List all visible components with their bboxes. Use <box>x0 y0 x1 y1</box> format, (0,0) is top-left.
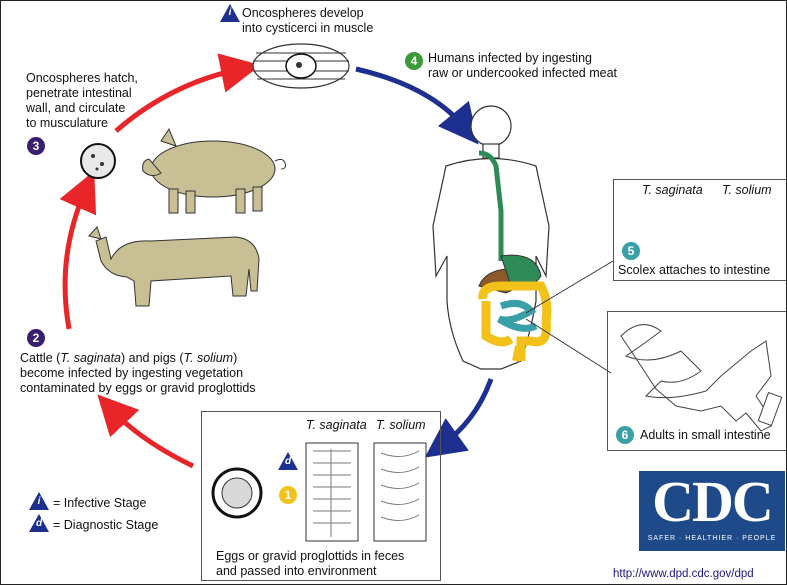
stage-3-line4: to musculature <box>26 116 108 131</box>
stage-5-label: Scolex attaches to intestine <box>618 263 770 278</box>
stage-6-badge: 6 <box>616 426 634 444</box>
cysticercus-muscle-illustration <box>253 44 349 88</box>
legend-diagnostic-label: = Diagnostic Stage <box>53 518 158 533</box>
stage-3-line3: wall, and circulate <box>26 101 125 116</box>
stage-4-badge: 4 <box>405 52 423 70</box>
eggs-panel: T. saginata T. solium d 1 Eggs or gravid… <box>201 411 441 581</box>
stage-top-line2: into cysticerci in muscle <box>242 21 373 36</box>
arrow-human-to-eggs <box>441 379 491 446</box>
eggs-species-a: T. saginata <box>306 418 367 433</box>
stage-6-label: Adults in small intestine <box>640 428 771 443</box>
adults-panel: 6 Adults in small intestine <box>607 311 787 451</box>
legend-infective-label: = Infective Stage <box>53 496 146 511</box>
arrow-eggs-to-cattle <box>111 409 193 466</box>
cdc-logo: CDC SAFER · HEALTHIER · PEOPLE <box>639 471 785 551</box>
scolex-panel: T. saginata T. solium 5 Scolex attaches … <box>613 179 787 281</box>
legend-infective-letter: i <box>29 496 49 507</box>
source-url: http://www.dpd.cdc.gov/dpd <box>613 567 754 582</box>
stage-2-line3: contaminated by eggs or gravid proglotti… <box>20 381 256 396</box>
diagnostic-stage-letter: d <box>278 456 298 467</box>
scolex-species-a: T. saginata <box>642 183 703 198</box>
infective-stage-letter: i <box>220 7 240 18</box>
eggs-line2: and passed into environment <box>216 564 377 579</box>
pig-illustration <box>143 129 286 213</box>
stage-4-line2: raw or undercooked infected meat <box>428 66 617 81</box>
stage-5-badge: 5 <box>622 242 640 260</box>
stage-3-line2: penetrate intestinal <box>26 86 132 101</box>
cdc-logo-text: CDC <box>639 471 785 533</box>
eggs-line1: Eggs or gravid proglottids in feces <box>216 549 404 564</box>
stage-3-line1: Oncospheres hatch, <box>26 71 138 86</box>
stage-2-line1: Cattle (T. saginata) and pigs (T. solium… <box>20 351 237 366</box>
stage-1-badge: 1 <box>279 486 297 504</box>
cow-illustration <box>89 227 259 306</box>
oncosphere-illustration <box>81 144 115 178</box>
arrow-cattle-to-oncosphere <box>65 189 86 329</box>
stage-2-line2: become infected by ingesting vegetation <box>20 366 243 381</box>
scolex-species-b: T. solium <box>722 183 772 198</box>
eggs-species-b: T. solium <box>376 418 426 433</box>
stage-3-badge: 3 <box>27 137 45 155</box>
stage-4-line1: Humans infected by ingesting <box>428 51 592 66</box>
stage-2-badge: 2 <box>27 329 45 347</box>
cdc-logo-tagline: SAFER · HEALTHIER · PEOPLE <box>639 533 785 545</box>
stage-top-line1: Oncospheres develop <box>242 6 364 21</box>
legend-diagnostic-letter: d <box>29 518 49 529</box>
